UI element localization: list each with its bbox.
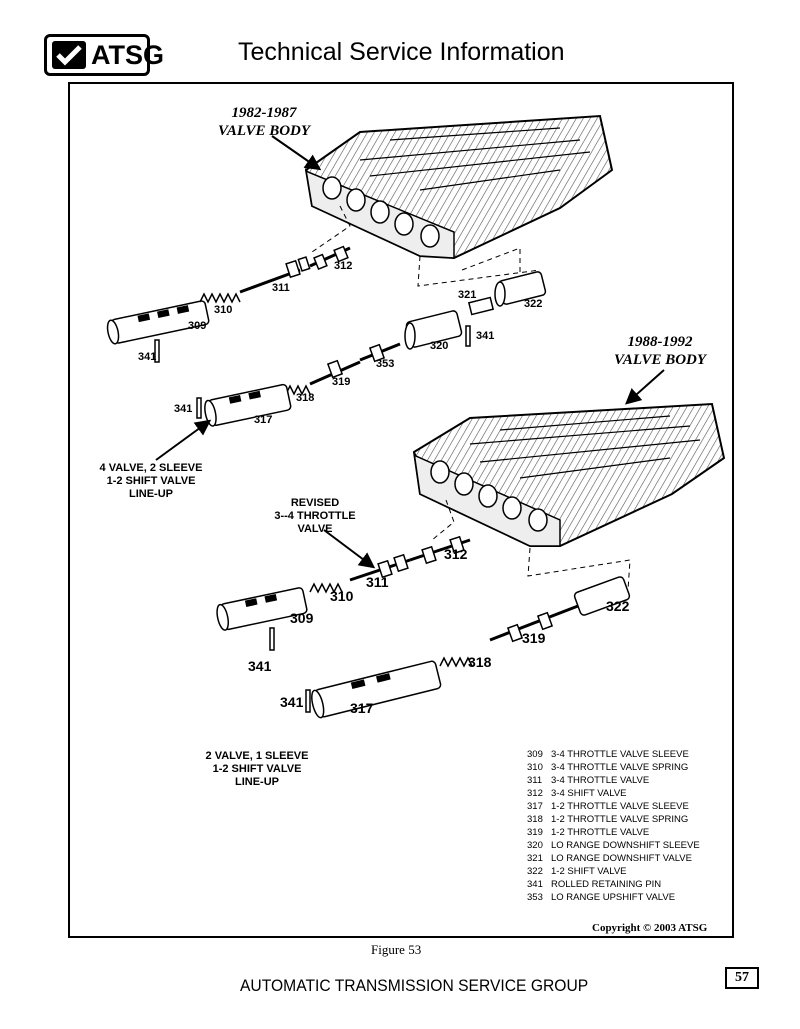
legend-desc: 3-4 THROTTLE VALVE bbox=[551, 775, 650, 786]
legend-desc: 3-4 THROTTLE VALVE SLEEVE bbox=[551, 749, 689, 760]
callout-311: 311 bbox=[366, 574, 389, 590]
note-line: LINE-UP bbox=[129, 488, 173, 500]
legend-num: 317 bbox=[527, 801, 543, 812]
legend-num: 311 bbox=[527, 775, 543, 786]
legend-desc: LO RANGE UPSHIFT VALVE bbox=[551, 892, 676, 903]
callout-341: 341 bbox=[138, 351, 157, 363]
legend-num: 318 bbox=[527, 814, 543, 825]
legend-num: 319 bbox=[527, 827, 543, 838]
legend-row: 353 LO RANGE UPSHIFT VALVE bbox=[527, 891, 700, 904]
note-line: REVISED bbox=[290, 497, 340, 509]
callout-341: 341 bbox=[280, 694, 304, 710]
note-revised-valve: REVISED 3--4 THROTTLE VALVE bbox=[262, 497, 368, 536]
legend-num: 320 bbox=[527, 840, 543, 851]
callout-353: 353 bbox=[376, 358, 395, 370]
callout-321: 321 bbox=[458, 289, 477, 301]
label-late-name: VALVE BODY bbox=[613, 352, 707, 368]
logo-text: ATSG bbox=[91, 40, 164, 70]
legend-desc: LO RANGE DOWNSHIFT SLEEVE bbox=[551, 840, 700, 851]
legend-desc: 1-2 THROTTLE VALVE SPRING bbox=[551, 814, 689, 825]
callout-322: 322 bbox=[524, 298, 543, 310]
callout-312: 312 bbox=[444, 546, 468, 562]
legend-num: 341 bbox=[527, 879, 543, 890]
callout-341: 341 bbox=[174, 403, 193, 415]
label-early-years: 1982-1987 bbox=[231, 105, 297, 121]
parts-legend: 309 3-4 THROTTLE VALVE SLEEVE 310 3-4 THRO… bbox=[527, 748, 700, 904]
label-early-name: VALVE BODY bbox=[217, 123, 311, 139]
legend-num: 322 bbox=[527, 866, 543, 877]
callout-319: 319 bbox=[522, 630, 546, 646]
atsg-logo: ATSG bbox=[44, 34, 164, 76]
legend-desc: 3-4 SHIFT VALVE bbox=[551, 788, 627, 799]
valve-body-1982-1987 bbox=[304, 114, 614, 260]
legend-row: 309 3-4 THROTTLE VALVE SLEEVE bbox=[527, 748, 700, 761]
legend-desc: LO RANGE DOWNSHIFT VALVE bbox=[551, 853, 692, 864]
checkmark-icon bbox=[52, 41, 86, 69]
note-line: VALVE bbox=[297, 523, 333, 535]
callout-341: 341 bbox=[476, 330, 495, 342]
figure-caption: Figure 53 bbox=[371, 942, 422, 957]
legend-row: 341 ROLLED RETAINING PIN bbox=[527, 878, 700, 891]
callout-310: 310 bbox=[214, 304, 233, 316]
callout-341: 341 bbox=[248, 658, 272, 674]
figure-frame bbox=[68, 82, 734, 938]
legend-row: 321 LO RANGE DOWNSHIFT VALVE bbox=[527, 852, 700, 865]
valve-body-1988-1992 bbox=[412, 402, 726, 547]
legend-num: 321 bbox=[527, 853, 543, 864]
legend-num: 312 bbox=[527, 788, 543, 799]
label-early-valve-body: 1982-1987 VALVE BODY bbox=[214, 104, 314, 140]
callout-311: 311 bbox=[272, 282, 290, 294]
note-two-valve: 2 VALVE, 1 SLEEVE 1-2 SHIFT VALVE LINE-U… bbox=[192, 750, 322, 789]
page-number: 57 bbox=[725, 967, 759, 989]
legend-desc: 3-4 THROTTLE VALVE SPRING bbox=[551, 762, 689, 773]
legend-row: 322 1-2 SHIFT VALVE bbox=[527, 865, 700, 878]
note-line: 2 VALVE, 1 SLEEVE bbox=[205, 750, 309, 762]
footer-org: AUTOMATIC TRANSMISSION SERVICE GROUP bbox=[240, 976, 589, 995]
page-title: Technical Service Information bbox=[238, 38, 565, 66]
callout-318: 318 bbox=[296, 392, 315, 404]
callout-320: 320 bbox=[430, 340, 449, 352]
legend-row: 320 LO RANGE DOWNSHIFT SLEEVE bbox=[527, 839, 700, 852]
legend-desc: ROLLED RETAINING PIN bbox=[551, 879, 662, 890]
note-line: LINE-UP bbox=[235, 776, 279, 788]
legend-desc: 1-2 THROTTLE VALVE SLEEVE bbox=[551, 801, 689, 812]
callout-317: 317 bbox=[254, 414, 273, 426]
label-late-years: 1988-1992 bbox=[627, 334, 693, 350]
callout-309: 309 bbox=[290, 610, 314, 626]
copyright-notice: Copyright © 2003 ATSG bbox=[592, 922, 708, 934]
legend-num: 309 bbox=[527, 749, 543, 760]
note-four-valve: 4 VALVE, 2 SLEEVE 1-2 SHIFT VALVE LINE-U… bbox=[86, 462, 216, 501]
callout-319: 319 bbox=[332, 376, 351, 388]
legend-desc: 1-2 THROTTLE VALVE bbox=[551, 827, 650, 838]
note-line: 1-2 SHIFT VALVE bbox=[106, 475, 196, 487]
legend-row: 317 1-2 THROTTLE VALVE SLEEVE bbox=[527, 800, 700, 813]
callout-312: 312 bbox=[334, 260, 353, 272]
legend-row: 310 3-4 THROTTLE VALVE SPRING bbox=[527, 761, 700, 774]
legend-num: 310 bbox=[527, 762, 543, 773]
label-late-valve-body: 1988-1992 VALVE BODY bbox=[608, 333, 712, 369]
callout-318: 318 bbox=[468, 654, 492, 670]
callout-317: 317 bbox=[350, 700, 374, 716]
callout-309: 309 bbox=[188, 320, 207, 332]
legend-num: 353 bbox=[527, 892, 543, 903]
legend-row: 319 1-2 THROTTLE VALVE bbox=[527, 826, 700, 839]
callout-322: 322 bbox=[606, 598, 630, 614]
callout-310: 310 bbox=[330, 588, 354, 604]
legend-desc: 1-2 SHIFT VALVE bbox=[551, 866, 627, 877]
note-line: 3--4 THROTTLE bbox=[274, 510, 356, 522]
legend-row: 311 3-4 THROTTLE VALVE bbox=[527, 774, 700, 787]
note-line: 1-2 SHIFT VALVE bbox=[212, 763, 302, 775]
note-line: 4 VALVE, 2 SLEEVE bbox=[99, 462, 203, 474]
legend-row: 318 1-2 THROTTLE VALVE SPRING bbox=[527, 813, 700, 826]
legend-row: 312 3-4 SHIFT VALVE bbox=[527, 787, 700, 800]
